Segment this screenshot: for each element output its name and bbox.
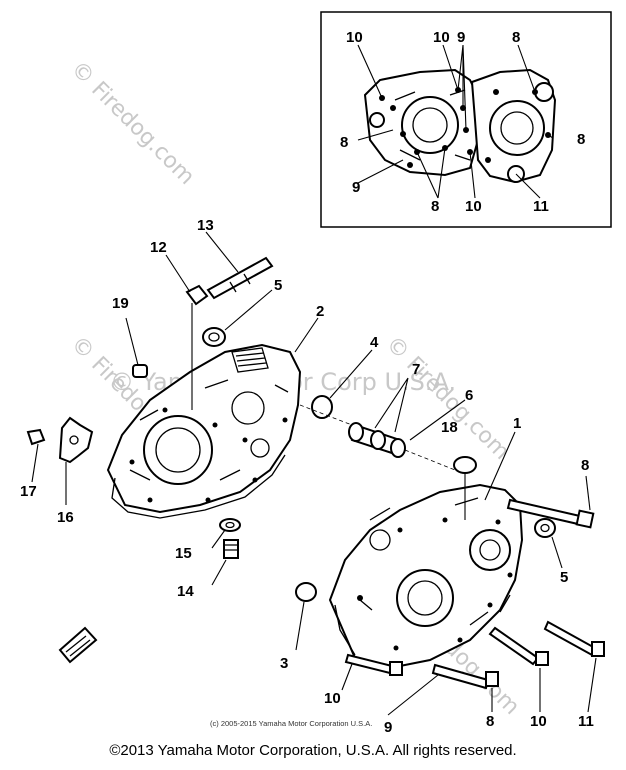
callout-1: 1 bbox=[513, 415, 521, 432]
bearing-rings-part-7 bbox=[348, 377, 409, 457]
bolt-part-9 bbox=[387, 663, 490, 716]
callout-10-right: 10 bbox=[530, 713, 547, 730]
callout-15: 15 bbox=[175, 545, 192, 562]
callout-11: 11 bbox=[578, 713, 594, 730]
callout-8-lower: 8 bbox=[486, 713, 494, 730]
inset-callout-10-b: 10 bbox=[433, 29, 450, 46]
inset-frame bbox=[320, 11, 612, 228]
bolt-part-8-upper bbox=[506, 475, 595, 529]
bolt-part-11 bbox=[543, 620, 605, 713]
bushing-part-5-upper bbox=[202, 289, 273, 347]
callout-12: 12 bbox=[150, 239, 167, 256]
bolt-part-8-lower bbox=[485, 671, 499, 712]
bracket-part-16 bbox=[58, 416, 94, 505]
inset-callout-8-d: 8 bbox=[431, 198, 439, 215]
left-crankcase-part-2 bbox=[106, 343, 302, 519]
callout-2: 2 bbox=[316, 303, 324, 320]
copyright-footer: ©2013 Yamaha Motor Corporation, U.S.A. A… bbox=[109, 742, 517, 759]
callout-7: 7 bbox=[412, 361, 420, 378]
inset-callout-10-c: 10 bbox=[465, 198, 482, 215]
callout-5-upper: 5 bbox=[274, 277, 282, 294]
small-copyright-line: (c) 2005-2015 Yamaha Motor Corporation U… bbox=[210, 719, 372, 728]
inset-callout-8-a: 8 bbox=[512, 29, 520, 46]
callout-19: 19 bbox=[112, 295, 129, 312]
callout-10-left: 10 bbox=[324, 690, 341, 707]
inset-callout-10-a: 10 bbox=[346, 29, 363, 46]
callout-5-lower: 5 bbox=[560, 569, 568, 586]
callout-16: 16 bbox=[57, 509, 74, 526]
inset-callout-9-a: 9 bbox=[457, 29, 465, 46]
inset-callout-11: 11 bbox=[533, 198, 549, 215]
callout-3: 3 bbox=[280, 655, 288, 672]
callout-6: 6 bbox=[465, 387, 473, 404]
alignment-line-shaft bbox=[299, 404, 353, 426]
bolt-part-17 bbox=[26, 428, 46, 483]
alignment-line-case bbox=[404, 449, 456, 471]
bolt-part-10-left bbox=[341, 653, 403, 691]
callout-14: 14 bbox=[177, 583, 194, 600]
washer-part-15 bbox=[211, 518, 241, 549]
bolt-part-14 bbox=[211, 539, 239, 586]
inset-callout-8-c: 8 bbox=[577, 131, 585, 148]
callout-17: 17 bbox=[20, 483, 37, 500]
callout-18: 18 bbox=[441, 419, 458, 436]
watermark-firedog-1: © Firedog.com bbox=[66, 57, 199, 190]
callout-9: 9 bbox=[384, 719, 392, 736]
callout-8-upper: 8 bbox=[581, 457, 589, 474]
fitting-part-12 bbox=[165, 254, 209, 410]
leader-part-2 bbox=[294, 317, 319, 353]
right-crankcase-part-1 bbox=[328, 483, 524, 670]
bolt-part-10-right bbox=[488, 626, 549, 712]
inset-callout-8-b: 8 bbox=[340, 134, 348, 151]
rod-part-13 bbox=[205, 231, 274, 300]
bushing-part-5-lower bbox=[534, 518, 563, 569]
tool-mark-graphic bbox=[58, 626, 98, 664]
seal-part-4 bbox=[311, 349, 373, 419]
inset-crankcase-bolt-pattern: 10 10 9 8 8 8 9 8 10 11 bbox=[320, 11, 612, 228]
callout-13: 13 bbox=[197, 217, 214, 234]
inset-callout-9-b: 9 bbox=[352, 179, 360, 196]
plug-part-19 bbox=[125, 317, 148, 378]
leader-part-1 bbox=[484, 431, 516, 501]
bushing-part-3 bbox=[295, 582, 317, 651]
callout-4: 4 bbox=[370, 334, 379, 351]
cap-part-18 bbox=[453, 456, 477, 520]
collar-part-6 bbox=[390, 399, 466, 458]
